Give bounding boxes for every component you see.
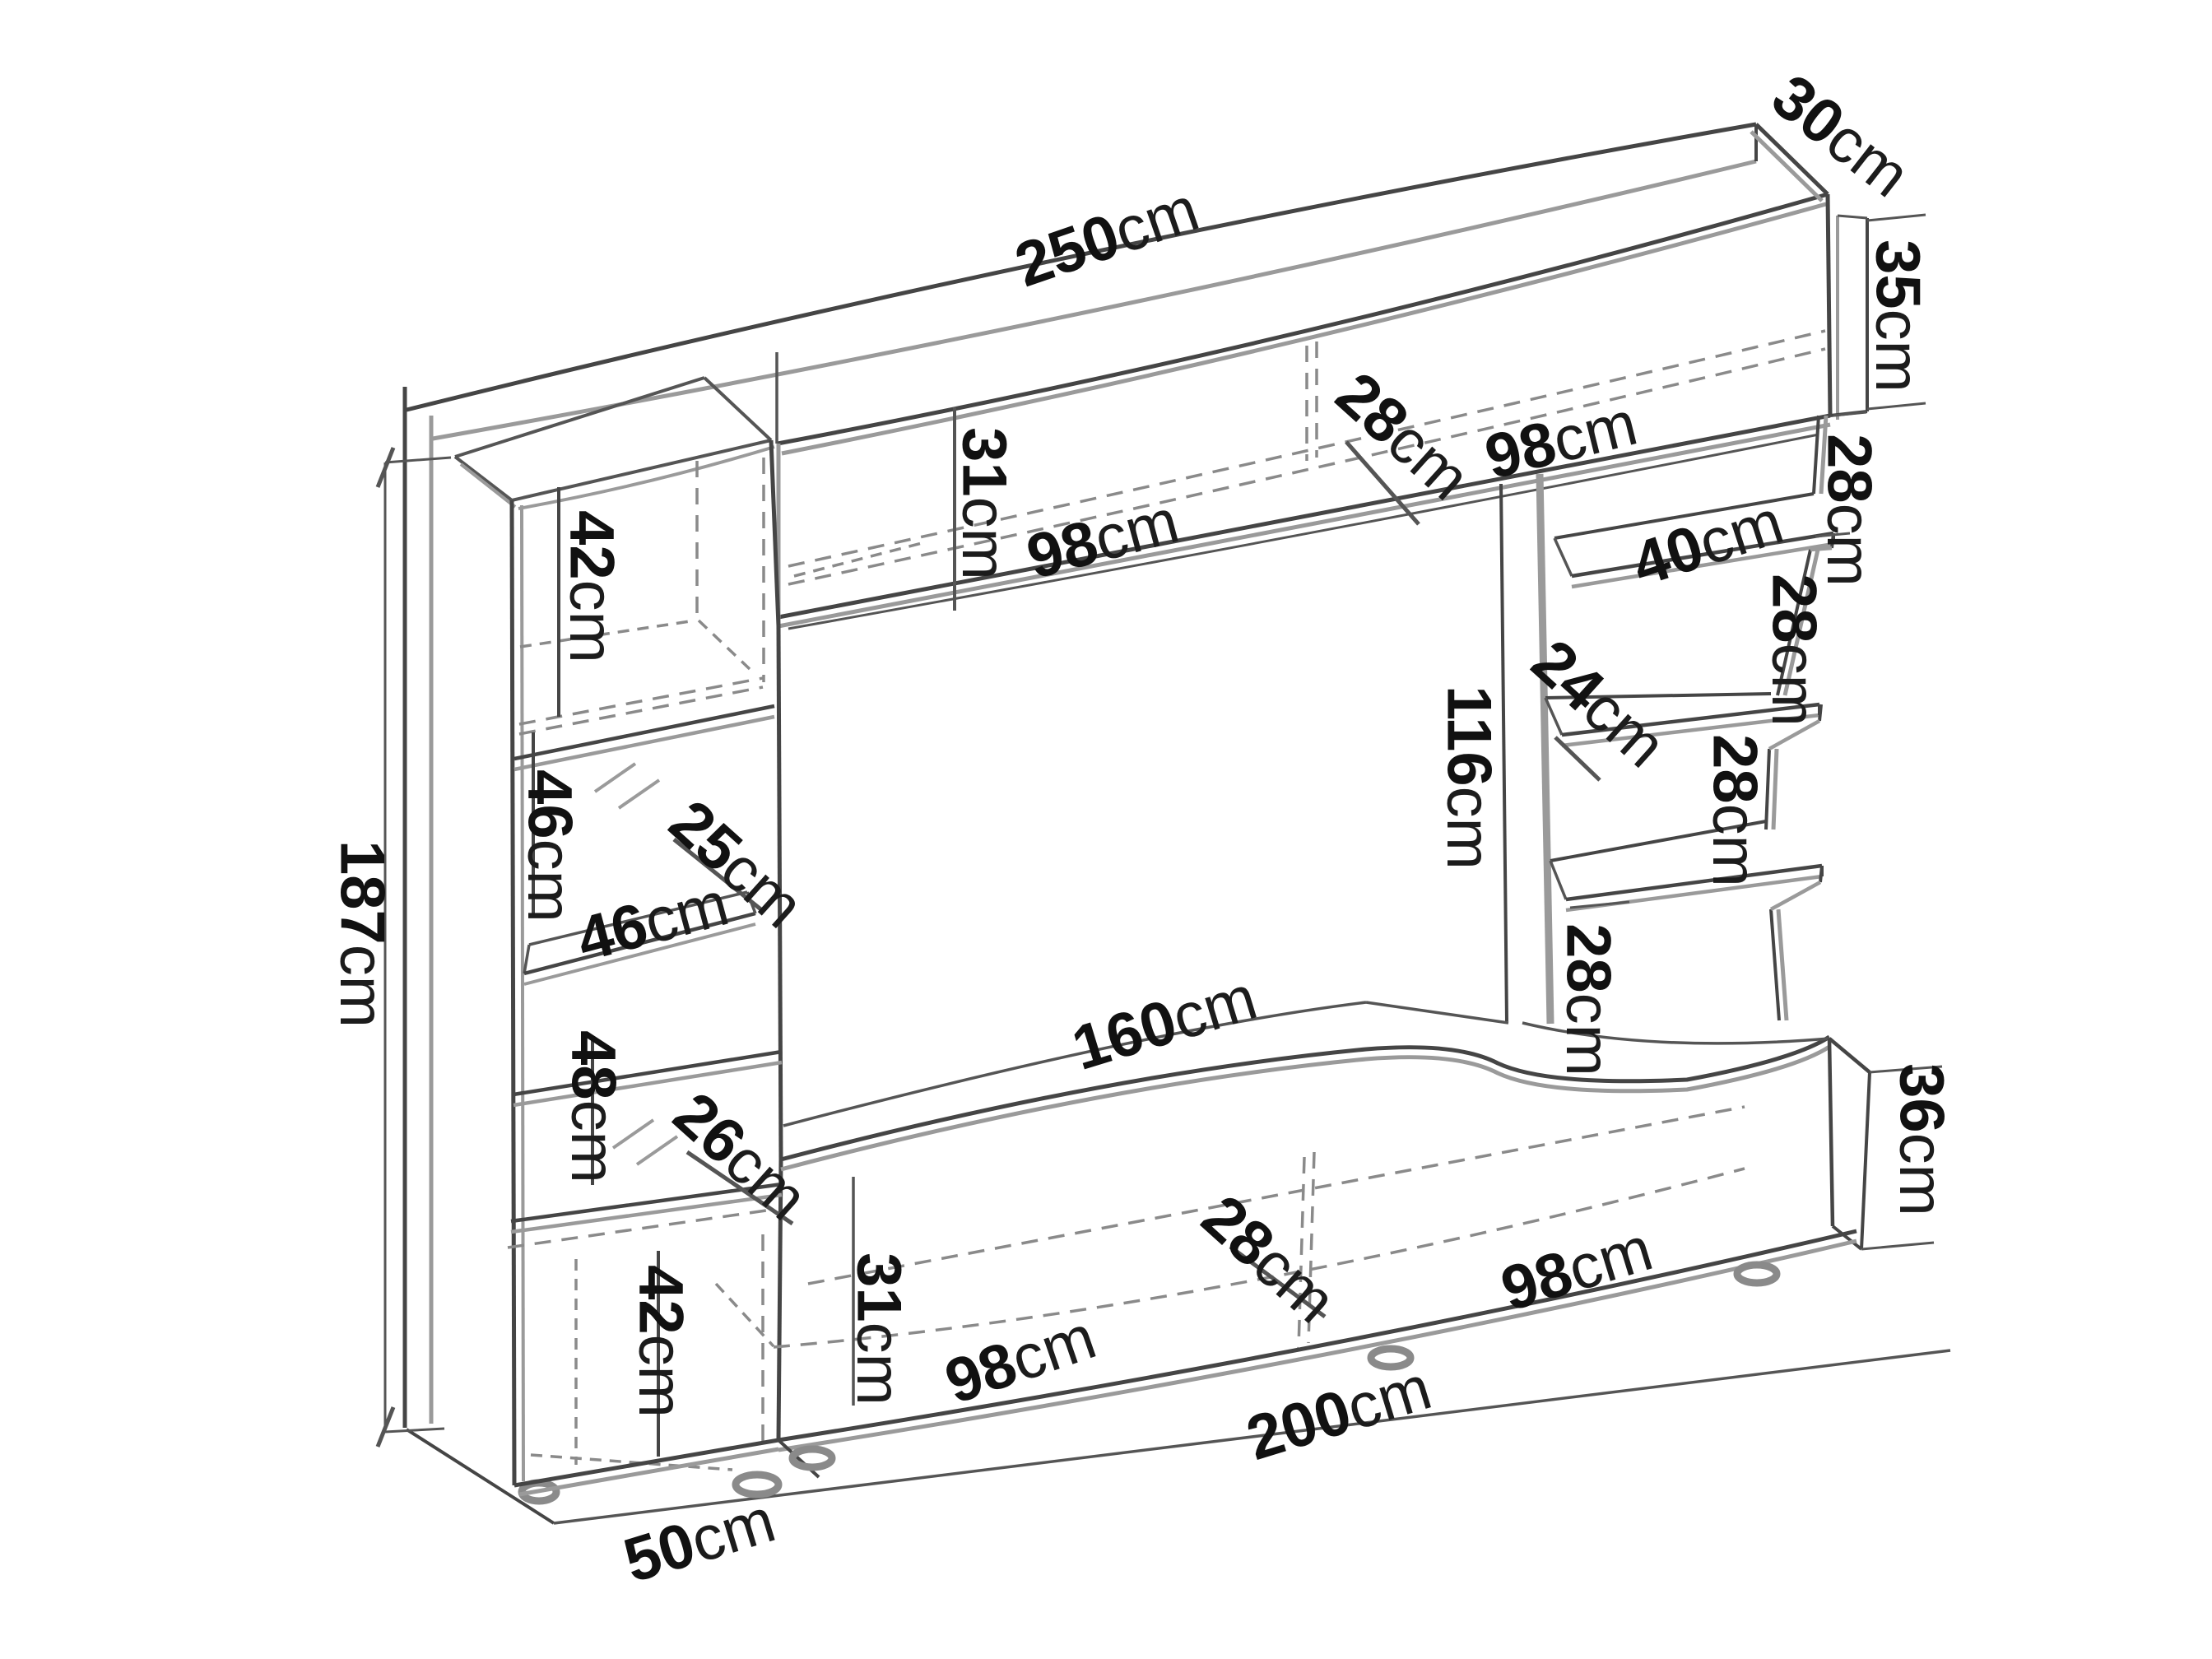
svg-text:187cm: 187cm (328, 840, 397, 1028)
svg-text:31cm: 31cm (844, 1252, 914, 1406)
svg-text:48cm: 48cm (559, 1030, 629, 1183)
svg-text:28cm: 28cm (1815, 434, 1884, 587)
svg-text:116cm: 116cm (1434, 685, 1504, 870)
svg-text:28cm: 28cm (1554, 923, 1624, 1076)
svg-text:42cm: 42cm (557, 510, 627, 663)
svg-text:42cm: 42cm (626, 1265, 696, 1418)
svg-text:35cm: 35cm (1863, 239, 1933, 393)
svg-text:28cm: 28cm (1759, 574, 1829, 727)
svg-text:36cm: 36cm (1887, 1063, 1957, 1216)
svg-text:31cm: 31cm (950, 427, 1020, 580)
svg-text:46cm: 46cm (515, 769, 585, 922)
svg-text:28cm: 28cm (1700, 734, 1770, 887)
